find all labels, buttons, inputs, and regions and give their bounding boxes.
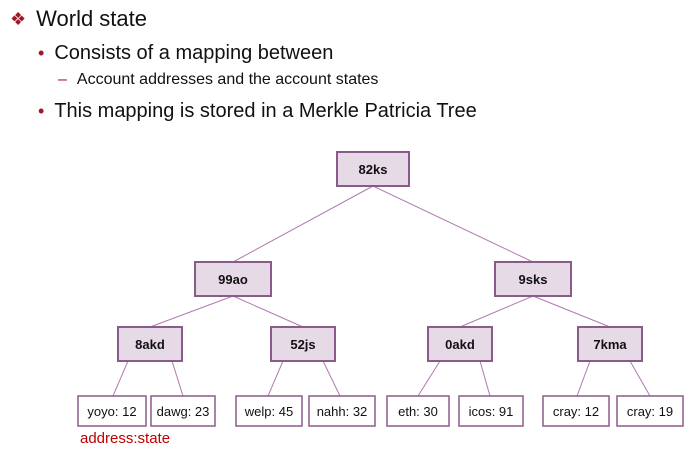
leaf-caption: address:state: [80, 430, 171, 447]
leaf-node: nahh: 32: [308, 395, 376, 427]
edge: [149, 295, 234, 328]
node-label: 82ks: [359, 162, 388, 177]
leaf-label: welp: 45: [244, 404, 293, 419]
bullet-icon: •: [38, 43, 45, 63]
leaf-label: eth: 30: [398, 404, 438, 419]
node-label: 52js: [290, 337, 315, 352]
edge: [629, 360, 651, 397]
tree-node: 99ao: [194, 261, 272, 297]
heading-text: World state: [36, 6, 147, 31]
bullet-2: • This mapping is stored in a Merkle Pat…: [38, 100, 477, 123]
node-label: 8akd: [135, 337, 165, 352]
leaf-label: cray: 12: [553, 404, 599, 419]
tree-node: 0akd: [427, 326, 493, 362]
tree-node-root: 82ks: [336, 151, 410, 187]
sub-bullet-1: – Account addresses and the account stat…: [58, 71, 378, 89]
edge: [372, 185, 534, 263]
leaf-label: cray: 19: [627, 404, 673, 419]
leaf-node: eth: 30: [386, 395, 450, 427]
dash-icon: –: [58, 71, 67, 88]
bullet-2-text: This mapping is stored in a Merkle Patri…: [54, 100, 477, 122]
leaf-label: icos: 91: [469, 404, 514, 419]
edge: [532, 295, 611, 328]
edge: [232, 185, 374, 263]
tree-node: 9sks: [494, 261, 572, 297]
node-label: 7kma: [593, 337, 627, 352]
leaf-label: yoyo: 12: [87, 404, 136, 419]
diamond-bullet-icon: ❖: [10, 8, 27, 29]
tree-node: 52js: [270, 326, 336, 362]
leaf-node: icos: 91: [458, 395, 524, 427]
bullet-icon: •: [38, 101, 45, 121]
slide-heading: ❖ World state: [10, 6, 147, 32]
node-label: 0akd: [445, 337, 475, 352]
edge: [479, 360, 491, 397]
sub-bullet-1-text: Account addresses and the account states: [76, 71, 379, 88]
edge: [267, 360, 284, 397]
leaf-node: cray: 12: [542, 395, 610, 427]
edge: [112, 360, 129, 397]
tree-node: 7kma: [577, 326, 643, 362]
node-label: 9sks: [519, 272, 548, 287]
leaf-label: nahh: 32: [317, 404, 368, 419]
edge: [576, 360, 591, 397]
tree-node: 8akd: [117, 326, 183, 362]
leaf-node: dawg: 23: [150, 395, 216, 427]
edge: [459, 295, 534, 328]
leaf-node: cray: 19: [616, 395, 684, 427]
bullet-1-text: Consists of a mapping between: [54, 42, 334, 64]
edge: [417, 360, 441, 397]
node-label: 99ao: [218, 272, 248, 287]
edge: [171, 360, 184, 397]
edge: [232, 295, 304, 328]
leaf-node: yoyo: 12: [77, 395, 147, 427]
edge: [322, 360, 341, 397]
bullet-1: • Consists of a mapping between: [38, 42, 333, 65]
leaf-label: dawg: 23: [157, 404, 210, 419]
tree-edges: [112, 185, 651, 397]
leaf-node: welp: 45: [235, 395, 303, 427]
